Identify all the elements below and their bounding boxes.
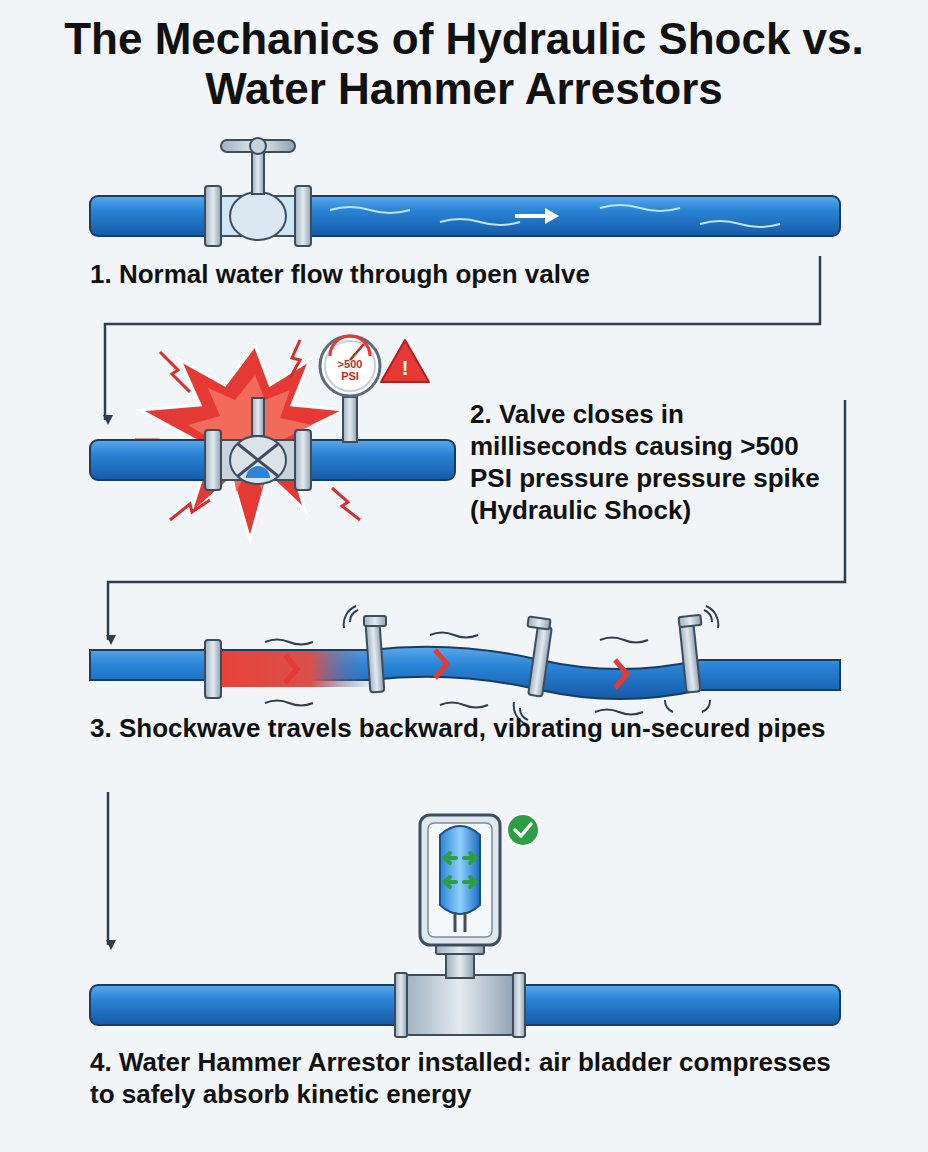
warning-mark: ! (395, 356, 415, 380)
gauge-face: >500 PSI (318, 334, 382, 382)
gauge-reading: >500 PSI (333, 358, 367, 382)
step-caption: 1. Normal water flow through open valve (90, 258, 790, 290)
pressure-gauge: >500 PSI (318, 334, 382, 398)
step-caption: 2. Valve closes in milliseconds causing … (470, 398, 832, 526)
diagram-title: The Mechanics of Hydraulic Shock vs. Wat… (60, 14, 868, 114)
step-caption: 4. Water Hammer Arrestor installed: air … (90, 1046, 860, 1110)
step-caption: 3. Shockwave travels backward, vibrating… (90, 712, 860, 744)
